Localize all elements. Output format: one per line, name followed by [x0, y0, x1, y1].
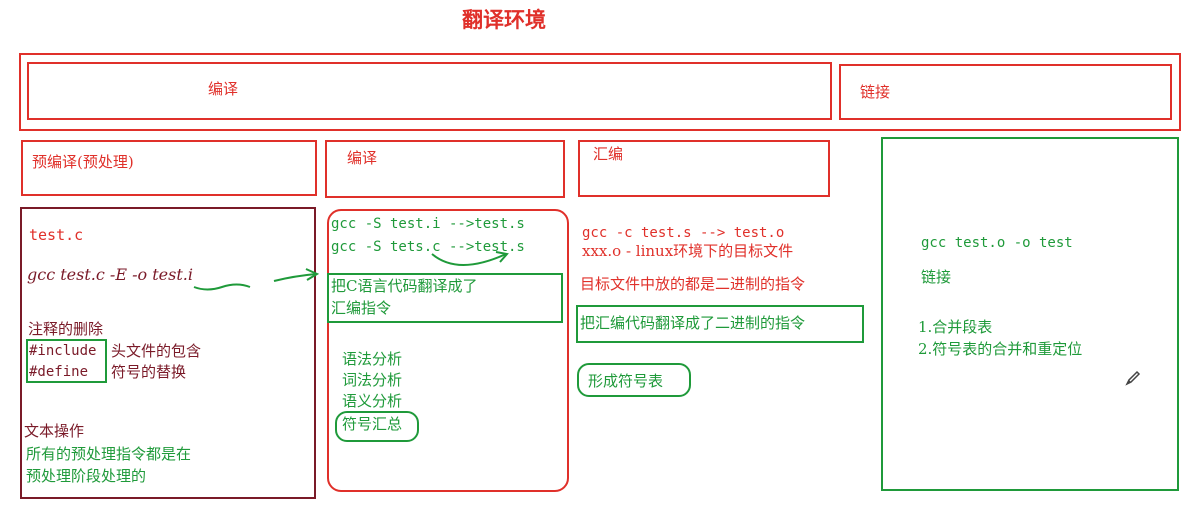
top-link-label: 链接: [860, 83, 891, 101]
link-panel: [881, 137, 1179, 491]
include-description: 头文件的包含: [111, 342, 202, 360]
top-link-box: [839, 64, 1172, 120]
comment-removal: 注释的删除: [28, 320, 104, 338]
translate-note: 把汇编代码翻译成了二进制的指令: [580, 314, 806, 332]
compile-panel: [327, 209, 569, 492]
compile-cmd-1: gcc -S test.i -->test.s: [331, 216, 525, 232]
top-row-outer-box: [19, 53, 1181, 131]
include-directive: #include: [29, 343, 97, 359]
preprocess-stage-label: 预编译(预处理): [32, 153, 134, 171]
compile-stage-label: 编译: [347, 149, 378, 167]
link-step-2: 2.符号表的合并和重定位: [918, 340, 1083, 358]
link-heading: 链接: [921, 268, 952, 286]
link-step-1: 1.合并段表: [918, 318, 993, 336]
directive-highlight-box: [26, 339, 107, 383]
binary-note: 目标文件中放的都是二进制的指令: [580, 275, 806, 293]
compile-desc-line2: 汇编指令: [331, 299, 392, 317]
link-cmd: gcc test.o -o test: [921, 235, 1073, 251]
define-description: 符号的替换: [111, 363, 187, 381]
assemble-stage-box: [578, 140, 830, 197]
symbol-table-box: [577, 363, 691, 397]
pencil-cursor-icon: [1125, 370, 1141, 386]
object-file-note: xxx.o - linux环境下的目标文件: [582, 242, 794, 260]
translate-note-box: [576, 305, 864, 343]
page-title: 翻译环境: [462, 7, 546, 32]
compile-stage-box: [325, 140, 565, 198]
preprocess-stage-box: [21, 140, 317, 196]
arrow-right-icon: [273, 268, 320, 282]
symbol-table: 形成符号表: [588, 372, 664, 390]
preprocess-file: test.c: [29, 226, 84, 244]
analysis-lexical: 词法分析: [342, 371, 403, 389]
symbol-summary-box: [335, 411, 419, 442]
assemble-cmd: gcc -c test.s --> test.o: [582, 225, 785, 241]
analysis-semantic: 语义分析: [342, 392, 403, 410]
preprocess-panel: [20, 207, 316, 499]
top-compile-box: [27, 62, 832, 120]
preprocess-note-line2: 预处理阶段处理的: [26, 467, 147, 485]
test-i-underline: [193, 283, 251, 291]
analysis-syntax: 语法分析: [342, 350, 403, 368]
assemble-stage-label: 汇编: [593, 145, 624, 163]
compile-cmd-2: gcc -S tets.c -->test.s: [331, 239, 525, 255]
preprocess-note-line1: 所有的预处理指令都是在: [26, 445, 192, 463]
compile-desc-box: [327, 273, 563, 323]
top-compile-label: 编译: [208, 80, 239, 98]
curved-arrow-icon: [431, 251, 509, 266]
define-directive: #define: [29, 364, 89, 380]
compile-desc-line1: 把C语言代码翻译成了: [331, 277, 478, 295]
symbol-summary: 符号汇总: [342, 415, 403, 433]
preprocess-command: gcc test.c -E -o test.i: [27, 265, 193, 284]
text-operations: 文本操作: [24, 422, 85, 440]
